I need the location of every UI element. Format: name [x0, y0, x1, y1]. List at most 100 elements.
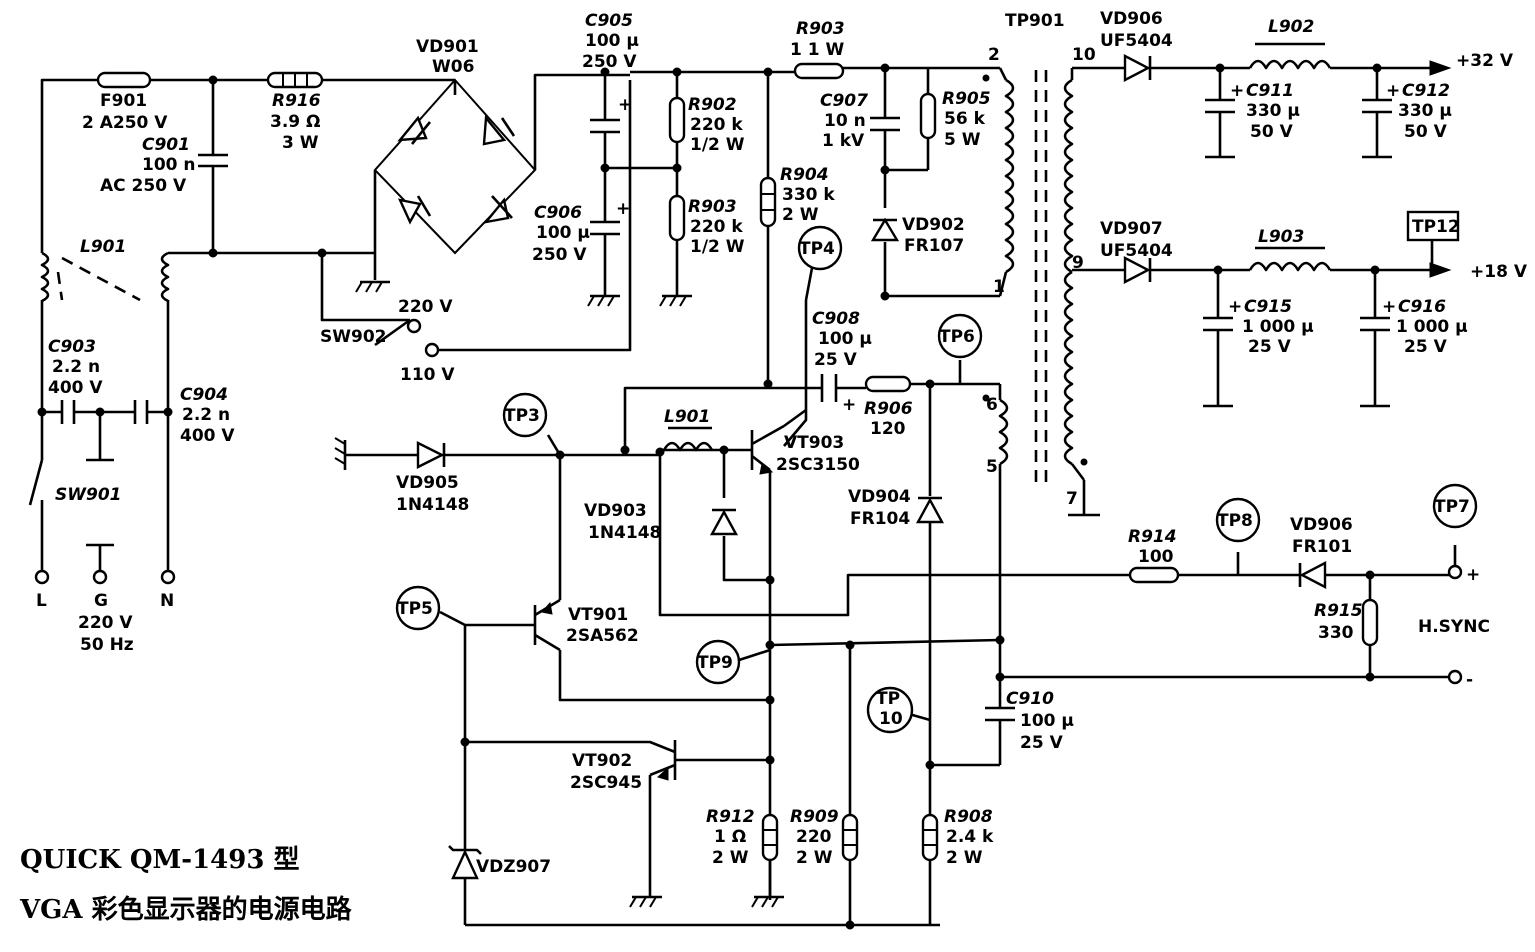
svg-text:1N4148: 1N4148: [396, 495, 469, 515]
svg-text:R906: R906: [864, 399, 913, 419]
svg-text:L901: L901: [664, 407, 710, 427]
testpoint-tp4: TP4: [797, 225, 843, 271]
svg-text:+: +: [842, 395, 856, 415]
ground-bridge: [355, 280, 390, 293]
svg-text:220 k: 220 k: [690, 115, 743, 135]
svg-text:C911: C911: [1246, 81, 1294, 101]
svg-text:220 k: 220 k: [690, 217, 743, 237]
svg-text:VT901: VT901: [568, 605, 628, 625]
svg-text:6: 6: [986, 395, 998, 415]
diode-vd907: VD907 UF5404: [1100, 219, 1173, 284]
resistor-r916: R916 3.9 Ω 3 W: [266, 71, 324, 153]
svg-text:FR107: FR107: [904, 236, 964, 256]
svg-text:3.9 Ω: 3.9 Ω: [270, 112, 321, 132]
svg-text:R905: R905: [942, 89, 991, 109]
capacitor-c906: + C906 100 μ 250 V: [532, 199, 630, 265]
svg-text:L: L: [36, 591, 47, 611]
svg-text:R915: R915: [1314, 601, 1363, 621]
svg-text:H.SYNC: H.SYNC: [1418, 617, 1490, 637]
resistor-r903-lower: R903 220 k 1/2 W: [668, 194, 745, 257]
svg-text:2 W: 2 W: [796, 848, 833, 868]
svg-text:50 V: 50 V: [1404, 122, 1448, 142]
inductor-l901-drive: L901: [662, 407, 714, 452]
svg-text:VD901: VD901: [416, 37, 479, 57]
svg-text:VD903: VD903: [584, 501, 647, 521]
resistor-r912: R912 1 Ω 2 W: [706, 807, 779, 868]
ground-vt902: [629, 895, 662, 908]
svg-text:C903: C903: [48, 337, 96, 357]
svg-text:25 V: 25 V: [814, 350, 858, 370]
svg-text:VD906: VD906: [1290, 515, 1353, 535]
svg-text:TP7: TP7: [1434, 497, 1470, 517]
diode-vd903: VD903 1N4148: [584, 501, 739, 543]
svg-text:SW902: SW902: [320, 327, 386, 347]
diode-vd906-32v: VD906 UF5404: [1100, 9, 1173, 82]
svg-text:1 kV: 1 kV: [822, 131, 865, 151]
svg-text:250 V: 250 V: [532, 245, 587, 265]
svg-text:1N4148: 1N4148: [588, 523, 661, 543]
svg-text:2SC3150: 2SC3150: [776, 455, 860, 475]
zener-vdz907: VDZ907: [448, 845, 551, 880]
svg-text:330 k: 330 k: [782, 185, 835, 205]
svg-text:25 V: 25 V: [1020, 733, 1064, 753]
svg-text:25 V: 25 V: [1404, 337, 1448, 357]
fuse-f901: F901 2 A250 V: [82, 71, 168, 133]
svg-text:25 V: 25 V: [1248, 337, 1292, 357]
svg-text:VGA 彩色显示器的电源电路: VGA 彩色显示器的电源电路: [19, 894, 353, 925]
capacitor-c911: + C911 330 μ 50 V: [1205, 81, 1300, 142]
svg-text:7: 7: [1066, 489, 1078, 509]
output-18v-wiring: [1072, 240, 1452, 406]
capacitor-c905: + C905 100 μ 250 V: [582, 11, 639, 134]
svg-text:VT902: VT902: [572, 751, 632, 771]
svg-text:L902: L902: [1268, 17, 1314, 37]
svg-text:220: 220: [796, 827, 832, 847]
svg-text:F901: F901: [100, 91, 147, 111]
svg-text:TP8: TP8: [1217, 511, 1253, 531]
svg-text:330 μ: 330 μ: [1398, 101, 1452, 121]
svg-text:C910: C910: [1006, 689, 1054, 709]
svg-text:400 V: 400 V: [180, 426, 235, 446]
output-32v-wiring: [1072, 60, 1452, 157]
svg-text:C905: C905: [585, 11, 633, 31]
svg-text:330: 330: [1318, 623, 1354, 643]
svg-text:+: +: [1386, 81, 1400, 101]
svg-text:1 Ω: 1 Ω: [714, 827, 746, 847]
svg-text:2: 2: [988, 45, 1000, 65]
svg-text:TP4: TP4: [799, 239, 835, 259]
testpoint-tp6: TP6: [937, 313, 983, 359]
svg-text:1: 1: [993, 277, 1005, 297]
svg-text:C916: C916: [1398, 297, 1446, 317]
resistor-r904: R904 330 k 2 W: [759, 165, 835, 228]
svg-text:3 W: 3 W: [282, 133, 319, 153]
svg-text:AC 250 V: AC 250 V: [100, 176, 187, 196]
svg-text:1 000 μ: 1 000 μ: [1242, 317, 1314, 337]
resistor-r914: R914 100: [1128, 527, 1180, 584]
choke-l901-input: L901: [40, 237, 170, 303]
svg-text:VD904: VD904: [848, 487, 911, 507]
svg-text:100 n: 100 n: [142, 155, 196, 175]
svg-text:R908: R908: [944, 807, 993, 827]
svg-text:L901: L901: [80, 237, 126, 257]
svg-text:TP: TP: [876, 689, 900, 709]
resistor-r906: R906 120: [864, 375, 913, 439]
svg-text:2.4 k: 2.4 k: [946, 827, 994, 847]
svg-text:R914: R914: [1128, 527, 1177, 547]
svg-text:330 μ: 330 μ: [1246, 101, 1300, 121]
svg-text:1/2 W: 1/2 W: [690, 135, 745, 155]
svg-text:R916: R916: [272, 91, 321, 111]
svg-text:VD906: VD906: [1100, 9, 1163, 29]
svg-text:TP901: TP901: [1005, 11, 1065, 31]
svg-text:-: -: [1466, 670, 1473, 690]
resistor-r902: R902 220 k 1/2 W: [668, 95, 745, 155]
resistor-r909: R909 220 2 W: [790, 807, 859, 868]
svg-text:+: +: [618, 95, 632, 115]
capacitor-c908: + C908 100 μ 25 V: [812, 309, 872, 415]
svg-text:VD907: VD907: [1100, 219, 1163, 239]
svg-text:1/2 W: 1/2 W: [690, 237, 745, 257]
svg-text:10: 10: [1072, 45, 1096, 65]
capacitor-c907: C907 10 n 1 kV: [820, 91, 900, 151]
svg-text:FR101: FR101: [1292, 537, 1352, 557]
inductor-l903: L903: [1248, 227, 1332, 272]
svg-text:10 n: 10 n: [824, 111, 866, 131]
